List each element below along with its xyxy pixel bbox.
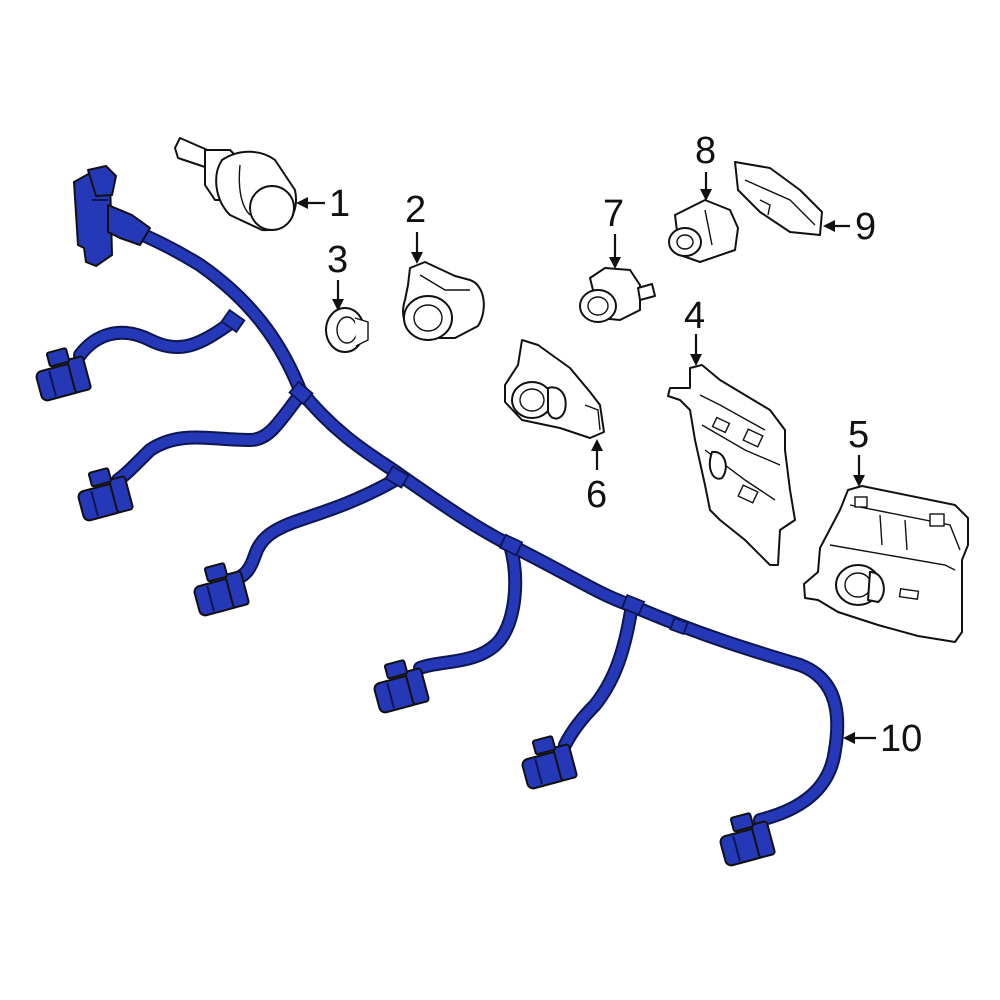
callout-5: 5 — [848, 414, 869, 456]
wiring-harness — [35, 165, 845, 867]
sensor-connector-6 — [719, 812, 776, 867]
part-5-housing — [803, 485, 969, 643]
sensor-connector-1 — [35, 347, 92, 402]
part-8-sensor — [668, 199, 739, 263]
callout-3: 3 — [327, 239, 348, 281]
part-4-bracket — [667, 364, 796, 566]
sensor-connector-5 — [521, 735, 578, 790]
callout-6: 6 — [586, 474, 607, 516]
sensor-connector-2 — [77, 467, 134, 522]
main-harness-connector — [73, 165, 151, 267]
sensor-connector-4 — [373, 659, 430, 714]
part-1-sensor — [174, 137, 297, 232]
callout-8: 8 — [695, 130, 716, 172]
callout-labels: 1 2 3 4 5 6 7 8 9 10 — [327, 130, 922, 760]
callout-1: 1 — [329, 183, 350, 225]
part-6-bracket — [504, 339, 605, 439]
part-7-sensor — [579, 267, 656, 323]
part-2-sensor — [402, 261, 485, 341]
callout-9: 9 — [855, 206, 876, 248]
callout-10: 10 — [880, 718, 922, 760]
callout-2: 2 — [405, 189, 426, 231]
callout-lines — [296, 172, 876, 744]
callout-7: 7 — [603, 193, 624, 235]
part-3-grommet — [325, 307, 369, 353]
callout-4: 4 — [684, 295, 705, 337]
part-9-clip — [734, 161, 823, 236]
sensor-connector-3 — [193, 562, 250, 617]
